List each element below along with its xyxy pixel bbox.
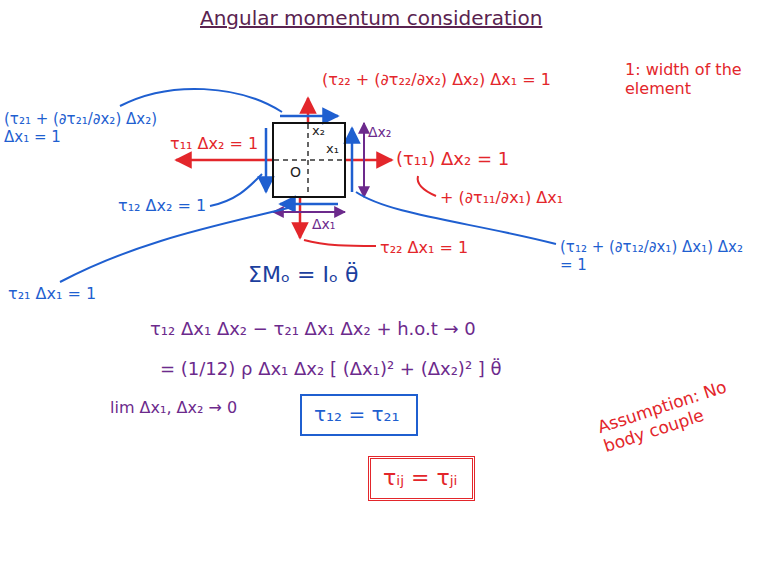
- leader-line: [418, 176, 436, 196]
- equation: ΣMₒ = Iₒ θ̈: [248, 262, 358, 288]
- force-label: + (∂τ₁₁/∂x₁) Δx₁: [440, 188, 563, 207]
- leader-line: [304, 240, 376, 246]
- node-text: O: [290, 164, 301, 181]
- equation: = (1/12) ρ Δx₁ Δx₂ [ (Δx₁)² + (Δx₂)² ] θ…: [160, 358, 502, 380]
- fluid-element: O: [272, 122, 346, 198]
- axis-label: x₂: [312, 123, 325, 139]
- force-label: τ₁₂ Δx₂ = 1: [118, 196, 206, 215]
- force-label: (τ₂₂ + (∂τ₂₂/∂x₂) Δx₂) Δx₁ = 1: [322, 70, 551, 89]
- normal-arrow: [307, 98, 310, 122]
- node-text: τᵢⱼ = τⱼᵢ: [383, 465, 457, 491]
- dimension-line: [273, 211, 345, 213]
- axis-x2: [307, 124, 309, 196]
- force-label: τ₁₁ Δx₂ = 1: [170, 134, 258, 153]
- result-box: τᵢⱼ = τⱼᵢ: [368, 456, 475, 501]
- equation: τ₁₂ Δx₁ Δx₂ − τ₂₁ Δx₁ Δx₂ + h.o.t → 0: [150, 318, 476, 340]
- shear-arrow: [351, 128, 354, 192]
- force-label: τ₂₂ Δx₁ = 1: [380, 238, 468, 257]
- equation: lim Δx₁, Δx₂ → 0: [110, 398, 237, 417]
- leader-line: [120, 89, 282, 112]
- dimension-label: Δx₁: [312, 216, 335, 233]
- force-label: τ₂₁ Δx₁ = 1: [8, 284, 96, 303]
- shear-arrow: [265, 128, 268, 192]
- axis-label: x₁: [326, 141, 339, 157]
- title: Angular momentum consideration: [200, 6, 542, 30]
- dimension-label: Δx₂: [368, 124, 391, 141]
- normal-arrow: [176, 159, 272, 162]
- dimension-line: [363, 123, 365, 197]
- node-text: τ₁₂ = τ₂₁: [314, 402, 400, 426]
- note: Assumption: No body couple: [595, 375, 741, 457]
- leader-line: [210, 174, 262, 206]
- shear-arrow: [280, 203, 338, 206]
- axis-x1: [274, 159, 344, 161]
- force-label: (τ₂₁ + (∂τ₂₁/∂x₂) Δx₂) Δx₁ = 1: [4, 110, 164, 146]
- result-box: τ₁₂ = τ₂₁: [300, 394, 418, 436]
- note: 1: width of the element: [625, 60, 745, 98]
- force-label: (τ₁₂ + (∂τ₁₂/∂x₁) Δx₁) Δx₂ = 1: [560, 238, 760, 274]
- shear-arrow: [280, 115, 338, 118]
- force-label: (τ₁₁) Δx₂ = 1: [396, 148, 509, 170]
